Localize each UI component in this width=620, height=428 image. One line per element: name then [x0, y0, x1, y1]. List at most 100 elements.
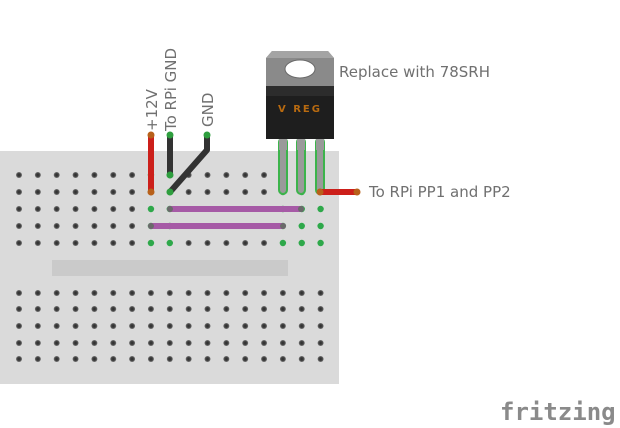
breadboard-hole[interactable] — [298, 290, 305, 296]
breadboard-hole[interactable] — [91, 172, 98, 178]
breadboard-hole[interactable] — [34, 240, 41, 246]
breadboard-hole[interactable] — [34, 306, 41, 312]
breadboard-hole[interactable] — [16, 223, 22, 229]
breadboard-hole-connected[interactable] — [317, 205, 324, 213]
breadboard-hole[interactable] — [166, 323, 173, 329]
breadboard-hole-connected[interactable] — [317, 239, 324, 247]
breadboard-hole[interactable] — [223, 356, 230, 362]
breadboard-hole[interactable] — [298, 356, 305, 362]
breadboard-hole[interactable] — [53, 172, 60, 178]
breadboard-hole[interactable] — [91, 189, 98, 195]
breadboard-hole[interactable] — [261, 356, 268, 362]
breadboard-hole[interactable] — [317, 306, 324, 312]
breadboard-hole[interactable] — [110, 240, 117, 246]
breadboard-hole[interactable] — [72, 306, 79, 312]
breadboard-hole[interactable] — [204, 356, 211, 362]
breadboard-hole[interactable] — [110, 172, 117, 178]
breadboard-hole[interactable] — [34, 290, 41, 296]
breadboard-hole[interactable] — [242, 290, 249, 296]
breadboard-hole[interactable] — [110, 323, 117, 329]
breadboard-hole[interactable] — [242, 240, 249, 246]
breadboard-hole[interactable] — [223, 306, 230, 312]
breadboard-hole[interactable] — [223, 189, 230, 195]
breadboard-hole[interactable] — [261, 172, 268, 178]
breadboard-hole[interactable] — [223, 340, 230, 346]
breadboard-hole[interactable] — [110, 340, 117, 346]
wire-gnd[interactable] — [167, 132, 210, 195]
breadboard-hole[interactable] — [317, 356, 324, 362]
breadboard-hole[interactable] — [185, 290, 192, 296]
breadboard-hole-connected[interactable] — [317, 222, 324, 230]
breadboard-hole[interactable] — [261, 240, 268, 246]
breadboard-hole-connected[interactable] — [298, 222, 305, 230]
breadboard-hole[interactable] — [129, 323, 136, 329]
breadboard-hole[interactable] — [129, 223, 136, 229]
breadboard-hole[interactable] — [16, 290, 22, 296]
breadboard-hole[interactable] — [16, 340, 22, 346]
breadboard-hole[interactable] — [91, 323, 98, 329]
breadboard-hole[interactable] — [53, 240, 60, 246]
breadboard-hole-connected[interactable] — [147, 239, 155, 247]
breadboard-hole[interactable] — [53, 323, 60, 329]
breadboard-hole[interactable] — [110, 306, 117, 312]
breadboard-hole[interactable] — [16, 206, 22, 212]
breadboard-hole[interactable] — [34, 323, 41, 329]
breadboard-hole[interactable] — [298, 323, 305, 329]
breadboard-hole[interactable] — [317, 290, 324, 296]
breadboard-hole[interactable] — [185, 323, 192, 329]
breadboard-hole[interactable] — [53, 356, 60, 362]
breadboard-hole-connected[interactable] — [166, 239, 173, 247]
breadboard-hole[interactable] — [16, 356, 22, 362]
breadboard-hole[interactable] — [16, 189, 22, 195]
breadboard-hole[interactable] — [129, 306, 136, 312]
breadboard-hole[interactable] — [204, 189, 211, 195]
breadboard-hole[interactable] — [261, 340, 268, 346]
breadboard-hole[interactable] — [72, 290, 79, 296]
breadboard-hole[interactable] — [185, 240, 192, 246]
breadboard-hole[interactable] — [242, 323, 249, 329]
breadboard-hole[interactable] — [204, 240, 211, 246]
breadboard-hole[interactable] — [72, 323, 79, 329]
breadboard-hole[interactable] — [16, 323, 22, 329]
breadboard-hole[interactable] — [34, 356, 41, 362]
breadboard-hole[interactable] — [129, 189, 136, 195]
breadboard-hole[interactable] — [72, 223, 79, 229]
breadboard-hole[interactable] — [279, 306, 286, 312]
breadboard-hole[interactable] — [91, 306, 98, 312]
breadboard-hole[interactable] — [129, 172, 136, 178]
breadboard-hole[interactable] — [166, 340, 173, 346]
breadboard-hole[interactable] — [53, 223, 60, 229]
breadboard-hole[interactable] — [166, 306, 173, 312]
breadboard-hole[interactable] — [129, 206, 136, 212]
breadboard-hole[interactable] — [185, 356, 192, 362]
breadboard-hole[interactable] — [72, 189, 79, 195]
breadboard-hole[interactable] — [129, 340, 136, 346]
breadboard-hole[interactable] — [91, 290, 98, 296]
breadboard-hole[interactable] — [261, 189, 268, 195]
breadboard-hole[interactable] — [147, 306, 154, 312]
breadboard-hole[interactable] — [242, 306, 249, 312]
breadboard-hole[interactable] — [223, 172, 230, 178]
breadboard-hole[interactable] — [204, 323, 211, 329]
breadboard-hole[interactable] — [204, 172, 211, 178]
breadboard-hole[interactable] — [91, 206, 98, 212]
breadboard-hole[interactable] — [110, 356, 117, 362]
breadboard-hole[interactable] — [110, 206, 117, 212]
breadboard-hole[interactable] — [279, 323, 286, 329]
breadboard-hole[interactable] — [185, 189, 192, 195]
breadboard-hole[interactable] — [34, 172, 41, 178]
breadboard-hole[interactable] — [72, 340, 79, 346]
breadboard-hole[interactable] — [147, 340, 154, 346]
breadboard-hole[interactable] — [223, 290, 230, 296]
breadboard-hole-connected[interactable] — [279, 239, 287, 247]
breadboard-hole[interactable] — [110, 290, 117, 296]
breadboard-hole[interactable] — [16, 172, 22, 178]
breadboard-hole[interactable] — [317, 340, 324, 346]
breadboard-hole[interactable] — [91, 356, 98, 362]
breadboard-hole[interactable] — [34, 223, 41, 229]
breadboard-hole[interactable] — [242, 172, 249, 178]
breadboard-hole[interactable] — [34, 189, 41, 195]
breadboard-hole[interactable] — [53, 189, 60, 195]
breadboard-hole[interactable] — [279, 356, 286, 362]
breadboard-hole[interactable] — [110, 189, 117, 195]
